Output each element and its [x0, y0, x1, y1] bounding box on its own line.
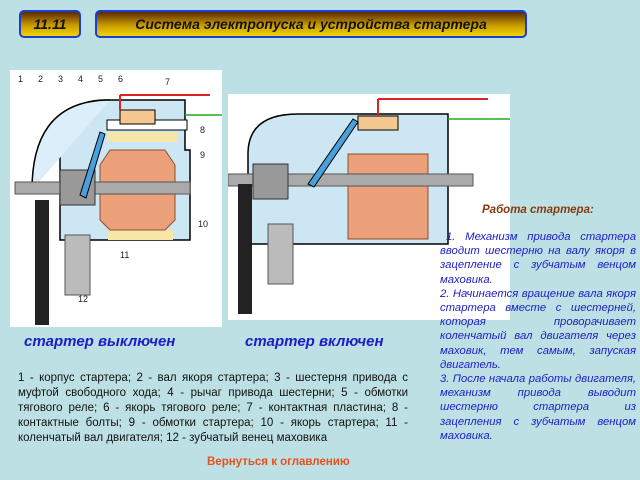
- part-label: 2: [38, 74, 43, 84]
- work-step: 3. После начала работы двигателя, механи…: [440, 373, 636, 442]
- part-label: 4: [78, 74, 83, 84]
- part-label: 6: [118, 74, 123, 84]
- part-label: 9: [200, 150, 205, 160]
- starter-off-diagram: 1 2 3 4 5 6 7 8 9 10 11 12: [10, 70, 222, 327]
- starter-on-diagram: [227, 94, 510, 320]
- part-label: 8: [200, 125, 205, 135]
- part-label: 3: [58, 74, 63, 84]
- part-label: 1: [18, 74, 23, 84]
- part-label: 10: [198, 219, 208, 229]
- work-title: Работа стартера:: [482, 204, 594, 216]
- work-description: 1. Механизм привода стартера вводит шест…: [440, 230, 636, 443]
- parts-legend: 1 - корпус стартера; 2 - вал якоря старт…: [18, 372, 408, 444]
- work-step: 2. Начинается вращение вала якоря старте…: [440, 287, 636, 371]
- slide-title: Система электропуска и устройства старте…: [95, 10, 527, 38]
- slide-number: 11.11: [19, 10, 81, 38]
- part-label: 7: [165, 77, 170, 87]
- caption-starter-off: стартер выключен: [24, 333, 176, 350]
- part-label: 11: [120, 250, 129, 260]
- part-label: 5: [98, 74, 103, 84]
- work-step: 1. Механизм привода стартера вводит шест…: [440, 231, 636, 286]
- caption-starter-on: стартер включен: [245, 333, 384, 350]
- part-label: 12: [78, 294, 88, 304]
- back-to-contents-link[interactable]: Вернуться к оглавлению: [207, 456, 350, 468]
